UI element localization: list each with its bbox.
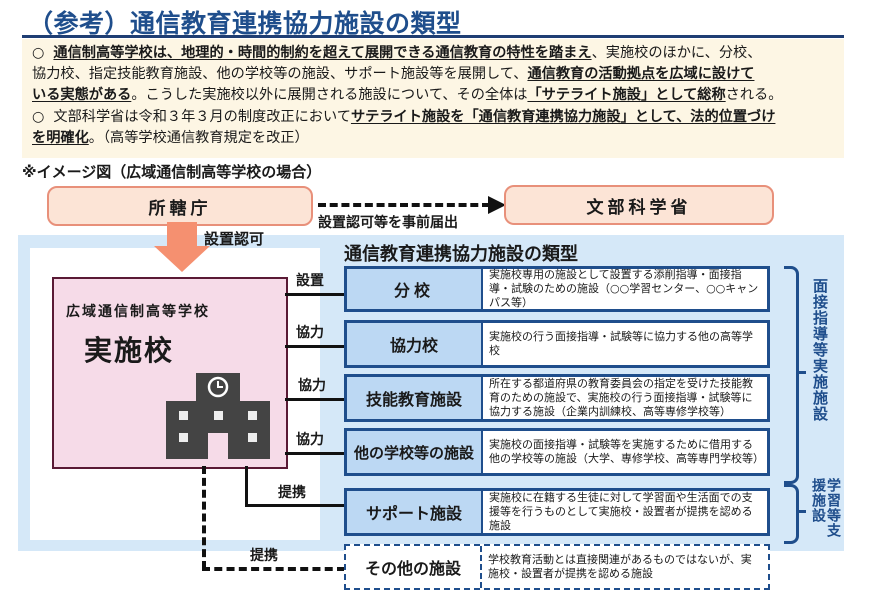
facility-row-branch-school: 分校 実施校専用の施設として設置する添削指導・面接指導・試験のための施設（○○学…	[344, 266, 770, 312]
note-emphasis: サテライト施設を「通信教育連携協力施設」として、法的位置づけ	[350, 109, 776, 125]
connector-label: 提携	[278, 485, 306, 501]
image-caption: ※イメージ図（広域通信制高等学校の場合）	[22, 163, 322, 181]
school-name-label: 実施校	[84, 334, 175, 367]
bracket-bottom-label: 学習等支援施設	[810, 478, 841, 538]
connector-line	[285, 398, 345, 401]
implementing-school-box: 広域通信制高等学校 実施校	[52, 277, 288, 469]
bullet-circle: ○	[32, 45, 45, 61]
connector-label: 提携	[250, 548, 278, 564]
facility-row-skills-education: 技能教育施設 所在する都道府県の教育委員会の指定を受けた技能教育のための施設で、…	[344, 374, 770, 422]
connector-line	[285, 345, 345, 348]
title-divider	[22, 35, 844, 38]
notify-dashed-arrow	[318, 203, 490, 207]
school-type-label: 広域通信制高等学校	[66, 304, 210, 320]
bullet-circle: ○	[32, 109, 45, 125]
facility-desc: 実施校に在籍する生徒に対して学習面や生活面での支援等を行うものとして実施校・設置…	[489, 491, 753, 532]
note-line-5: を明確化。（高等学校通信教育規定を改正）	[32, 128, 309, 148]
bracket-bottom	[784, 484, 799, 544]
school-building-icon	[166, 373, 270, 459]
bracket-top	[784, 266, 799, 484]
facility-name: 協力校	[347, 323, 483, 365]
arrow-right-icon	[488, 196, 506, 214]
facility-row-other-facility: その他の施設 学校教育活動とは直接関連があるものではないが、実施校・設置者が提携…	[344, 544, 770, 590]
note-text: 協力校、指定技能教育施設、他の学校等の施設、サポート施設等を展開して、	[32, 66, 528, 82]
connector-line	[285, 293, 345, 296]
connector-label: 協力	[296, 325, 324, 341]
ministry-label: 文部科学省	[586, 197, 692, 218]
arrow-down-icon	[154, 246, 210, 272]
dashed-connector-line	[202, 466, 206, 569]
facility-types-title: 通信教育連携協力施設の類型	[344, 244, 578, 265]
dashed-connector-line	[202, 567, 345, 571]
connector-line	[245, 504, 345, 507]
notify-label: 設置認可等を事前届出	[318, 215, 458, 231]
facility-desc: 実施校の行う面接指導・試験等に協力する他の高等学校	[489, 330, 753, 357]
bracket-tick	[796, 510, 806, 513]
note-emphasis: 通信教育の活動拠点を広域に設けて	[527, 66, 755, 82]
ministry-box: 文部科学省	[504, 185, 774, 225]
facility-name: サポート施設	[347, 491, 483, 533]
note-text: 文部科学省は令和３年３月の制度改正において	[53, 109, 351, 125]
facility-row-other-school-facility: 他の学校等の施設 実施校の面接指導・試験等を実施するために借用する他の学校等の施…	[344, 428, 770, 476]
note-emphasis: を明確化	[32, 130, 89, 146]
note-line-2: 協力校、指定技能教育施設、他の学校等の施設、サポート施設等を展開して、通信教育の…	[32, 64, 754, 84]
note-text: される。	[725, 87, 783, 103]
authority-label: 所轄庁	[148, 198, 212, 219]
facility-desc: 実施校の面接指導・試験等を実施するために借用する他の学校等の施設（大学、専修学校…	[489, 438, 764, 465]
facility-desc: 実施校専用の施設として設置する添削指導・面接指導・試験のための施設（○○学習セン…	[489, 268, 759, 309]
note-text: 、実施校のほかに、分校、	[591, 45, 762, 61]
facility-name: 技能教育施設	[347, 377, 483, 419]
note-emphasis: 通信制高等学校は、地理的・時間的制約を超えて展開できる通信教育の特性を踏まえ	[53, 45, 592, 61]
facility-name: その他の施設	[346, 546, 482, 588]
bracket-tick	[796, 371, 806, 374]
connector-label: 協力	[296, 432, 324, 448]
note-emphasis: 「サテライト施設」として総称	[527, 87, 726, 103]
facility-name: 他の学校等の施設	[347, 431, 483, 473]
note-emphasis: いる実態がある	[32, 87, 132, 103]
bracket-top-label: 面接指導等実施施設	[811, 278, 829, 422]
note-line-1: ○ 通信制高等学校は、地理的・時間的制約を超えて展開できる通信教育の特性を踏まえ…	[32, 43, 761, 63]
note-text: 。（高等学校通信教育規定を改正）	[88, 130, 309, 146]
facility-row-cooperating-school: 協力校 実施校の行う面接指導・試験等に協力する他の高等学校	[344, 320, 770, 368]
page-title: （参考）通信教育連携協力施設の類型	[28, 9, 462, 38]
connector-label: 協力	[298, 378, 326, 394]
connector-line	[285, 452, 345, 455]
facility-desc: 学校教育活動とは直接関連があるものではないが、実施校・設置者が提携を認める施設	[488, 553, 752, 580]
connector-line	[245, 466, 248, 506]
summary-note-box: ○ 通信制高等学校は、地理的・時間的制約を超えて展開できる通信教育の特性を踏まえ…	[22, 39, 844, 158]
approval-label: 設置認可	[204, 230, 265, 248]
facility-desc: 所在する都道府県の教育委員会の指定を受けた技能教育のための施設で、実施校の行う面…	[489, 377, 753, 418]
authority-box: 所轄庁	[47, 186, 313, 226]
note-line-3: いる実態がある。こうした実施校以外に展開される施設について、その全体は「サテライ…	[32, 85, 782, 105]
facility-row-support-facility: サポート施設 実施校に在籍する生徒に対して学習面や生活面での支援等を行うものとし…	[344, 488, 770, 536]
note-text: 。こうした実施校以外に展開される施設について、その全体は	[131, 87, 528, 103]
connector-label: 設置	[296, 273, 324, 289]
note-line-4: ○ 文部科学省は令和３年３月の制度改正においてサテライト施設を「通信教育連携協力…	[32, 107, 775, 127]
approval-arrow-icon	[167, 222, 197, 248]
facility-name: 分校	[347, 269, 483, 309]
